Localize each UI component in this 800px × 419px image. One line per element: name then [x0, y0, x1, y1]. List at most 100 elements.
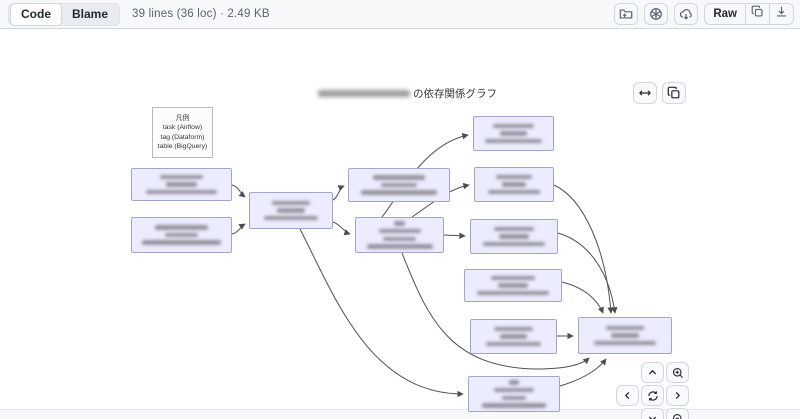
- folder-plus-button[interactable]: [614, 3, 639, 25]
- redacted-label-line: [499, 334, 528, 339]
- graph-node-B: [131, 217, 232, 253]
- chevron-down-icon: [647, 413, 658, 419]
- pan-zoom-controls: [616, 362, 690, 419]
- download-raw-button[interactable]: [770, 3, 794, 25]
- edge-E-L: [553, 184, 614, 314]
- chevron-right-icon: [672, 390, 683, 401]
- redacted-label-line: [165, 182, 198, 187]
- graph-node-H: [470, 219, 558, 254]
- tab-code[interactable]: Code: [10, 2, 62, 26]
- legend-item-table: table (BigQuery): [157, 143, 208, 150]
- redacted-label-line: [366, 244, 433, 249]
- copy-icon: [667, 86, 681, 100]
- redacted-label-line: [380, 182, 418, 188]
- zoom-out-button[interactable]: [666, 408, 689, 419]
- reset-view-button[interactable]: [641, 385, 664, 406]
- cloud-download-button[interactable]: [674, 3, 699, 25]
- graph-node-K: [468, 376, 560, 412]
- pan-right-button[interactable]: [666, 385, 689, 406]
- redacted-label-line: [508, 380, 520, 385]
- header-actions: Raw: [614, 3, 800, 25]
- redacted-label-line: [277, 208, 305, 213]
- copy-raw-button[interactable]: [746, 3, 770, 25]
- raw-button[interactable]: Raw: [704, 3, 746, 25]
- sync-icon: [647, 390, 659, 402]
- redacted-label-line: [485, 138, 542, 144]
- redacted-label-line: [502, 395, 526, 401]
- redacted-label-line: [361, 190, 437, 195]
- package-button[interactable]: [644, 3, 669, 25]
- chevron-left-icon: [622, 390, 633, 401]
- graph-node-F: [348, 168, 450, 202]
- zoom-in-button[interactable]: [666, 362, 689, 383]
- redacted-label-line: [493, 326, 534, 332]
- redacted-label-line: [263, 215, 319, 221]
- redacted-label-line: [500, 131, 527, 136]
- diagram-title-suffix: の依存関係グラフ: [413, 88, 497, 100]
- raw-button-group: Raw: [704, 3, 794, 25]
- graph-node-C: [249, 192, 333, 229]
- diagram-title: の依存関係グラフ: [318, 86, 497, 101]
- tab-blame[interactable]: Blame: [72, 6, 109, 21]
- redacted-label-line: [493, 226, 535, 232]
- redacted-label-line: [476, 290, 550, 296]
- next-section-strip: [0, 409, 800, 419]
- redacted-label-line: [605, 325, 645, 331]
- redacted-label-line: [394, 221, 405, 226]
- redacted-title-text: [318, 90, 410, 97]
- graph-node-L: [578, 317, 672, 354]
- redacted-label-line: [485, 341, 542, 347]
- folder-plus-icon: [619, 7, 633, 21]
- edge-A-C: [231, 184, 246, 198]
- graph-node-J: [470, 319, 557, 354]
- graph-node-D: [473, 116, 554, 151]
- redacted-label-line: [482, 403, 546, 408]
- copy-icon: [751, 5, 764, 23]
- redacted-label-line: [271, 200, 311, 206]
- redacted-label-line: [482, 241, 546, 247]
- file-meta-text: 39 lines (36 loc) · 2.49 KB: [132, 8, 270, 20]
- edge-I-L: [561, 281, 604, 314]
- code-blame-switcher: Code Blame: [8, 2, 121, 26]
- redacted-label-line: [497, 283, 529, 288]
- graph-node-E: [474, 167, 554, 202]
- edge-B-C: [231, 223, 246, 235]
- redacted-label-line: [373, 175, 425, 180]
- legend-item-task: task (Airflow): [162, 124, 203, 131]
- legend-box: 凡例 task (Airflow) tag (Dataform) table (…: [152, 107, 213, 158]
- redacted-label-line: [502, 182, 526, 187]
- redacted-label-line: [142, 240, 221, 245]
- redacted-label-line: [159, 174, 204, 180]
- graph-node-G: [355, 217, 444, 253]
- redacted-label-line: [493, 387, 535, 393]
- download-icon: [775, 5, 788, 23]
- edge-C-K: [299, 228, 464, 398]
- redacted-label-line: [610, 333, 640, 338]
- package-icon: [649, 7, 663, 21]
- redacted-label-line: [495, 174, 533, 180]
- edge-H-L: [557, 232, 618, 314]
- fit-width-button[interactable]: [633, 82, 657, 104]
- redacted-label-line: [491, 275, 535, 281]
- redacted-label-line: [593, 340, 657, 346]
- copy-diagram-button[interactable]: [662, 82, 686, 104]
- edge-C-F: [332, 185, 345, 201]
- redacted-label-line: [145, 189, 218, 195]
- edge-G-H: [443, 232, 466, 239]
- legend-title: 凡例: [175, 114, 190, 122]
- expand-horizontal-icon: [638, 86, 652, 100]
- pan-down-button[interactable]: [641, 408, 664, 419]
- redacted-label-line: [164, 232, 199, 238]
- graph-node-I: [464, 269, 562, 302]
- pan-left-button[interactable]: [616, 385, 639, 406]
- pan-up-button[interactable]: [641, 362, 664, 383]
- redacted-label-line: [383, 236, 416, 242]
- cloud-download-icon: [679, 7, 693, 21]
- legend-item-tag: tag (Dataform): [160, 133, 205, 141]
- zoom-in-icon: [672, 367, 684, 379]
- zoom-out-icon: [672, 413, 684, 419]
- redacted-label-line: [499, 234, 529, 239]
- diagram-canvas[interactable]: の依存関係グラフ 凡例 task (Airflow) tag (Dataform…: [0, 29, 800, 419]
- edge-K-L: [559, 358, 607, 387]
